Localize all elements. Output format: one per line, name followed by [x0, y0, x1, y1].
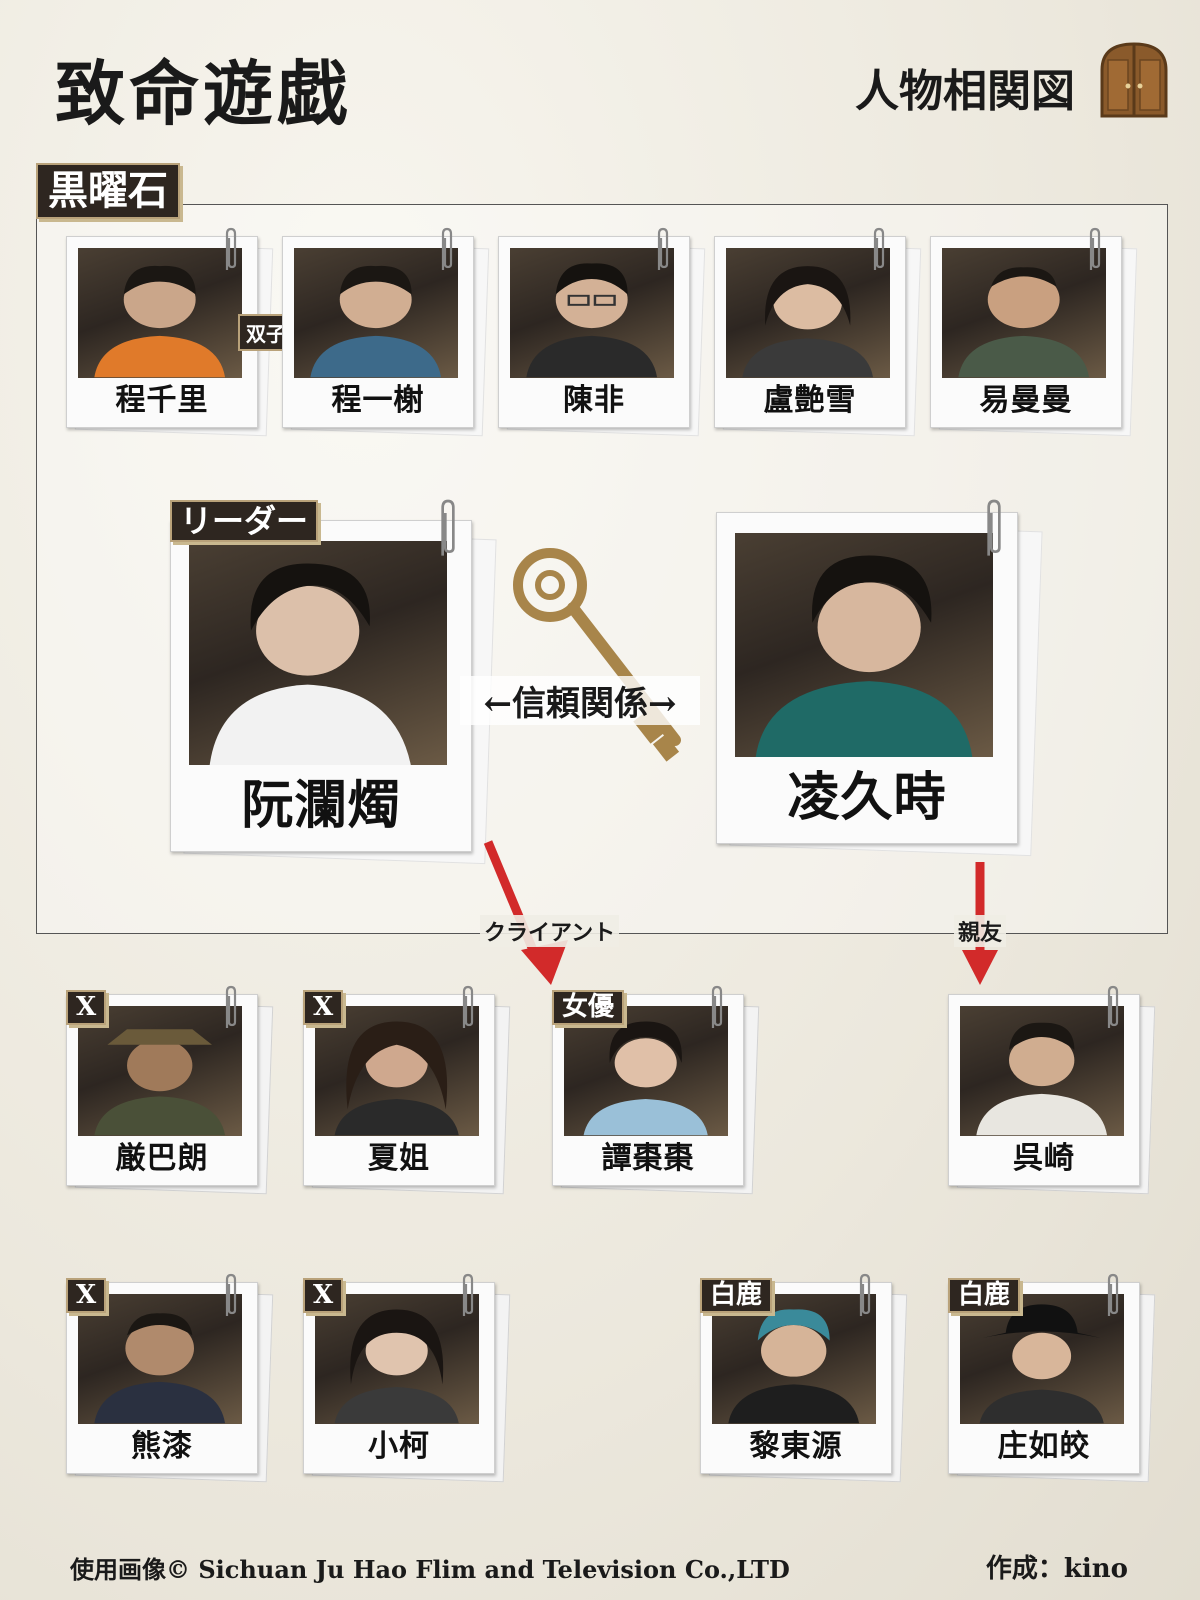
x-tag: X: [303, 1278, 344, 1314]
character-card-xia-jie[interactable]: 夏姐: [303, 994, 495, 1186]
character-name: 凌久時: [787, 766, 947, 828]
best-friend-relation-label: 親友: [954, 915, 1007, 947]
character-card-xiong-qi[interactable]: 熊漆: [66, 1282, 258, 1474]
character-photo: [960, 1006, 1124, 1136]
character-card-ruan-lanzhu[interactable]: 阮瀾燭: [170, 520, 472, 852]
paperclip-icon: [987, 499, 1001, 556]
x-tag: X: [303, 990, 344, 1026]
character-name: 陳非: [563, 383, 625, 419]
client-relation-label: クライアント: [480, 915, 620, 947]
key-icon: [513, 548, 681, 762]
character-photo: [960, 1294, 1124, 1424]
character-photo: [564, 1006, 728, 1136]
character-photo: [189, 540, 447, 766]
paperclip-icon: [441, 227, 453, 270]
character-name: 盧艶雪: [763, 383, 857, 419]
paperclip-icon: [462, 985, 474, 1028]
character-card-chen-fei[interactable]: 陳非: [498, 236, 690, 428]
paperclip-icon: [225, 227, 237, 270]
character-name: 易曼曼: [979, 383, 1073, 419]
character-name: 呉崎: [1013, 1141, 1075, 1177]
character-photo: [294, 248, 458, 378]
character-name: 熊漆: [131, 1429, 193, 1465]
character-name: 小柯: [368, 1429, 430, 1465]
page-subtitle: 人物相関図: [855, 66, 1075, 117]
white-deer-tag: 白鹿: [700, 1278, 773, 1314]
character-name: 厳巴朗: [115, 1141, 209, 1177]
paperclip-icon: [225, 985, 237, 1028]
character-name: 阮瀾燭: [241, 774, 401, 836]
x-tag: X: [66, 990, 107, 1026]
paperclip-icon: [441, 499, 455, 556]
character-card-li-dongyuan[interactable]: 黎東源: [700, 1282, 892, 1474]
group-label: 黒曜石: [36, 163, 180, 219]
character-name: 庄如皎: [997, 1429, 1091, 1465]
x-tag: X: [66, 1278, 107, 1314]
paperclip-icon: [873, 227, 885, 270]
character-card-wu-qi[interactable]: 呉崎: [948, 994, 1140, 1186]
door-icon: [1100, 42, 1168, 118]
character-photo: [78, 1294, 242, 1424]
character-name: 譚棗棗: [601, 1141, 695, 1177]
page-title: 致命遊戯: [55, 52, 351, 135]
character-photo: [78, 248, 242, 378]
character-card-cheng-qianli[interactable]: 程千里: [66, 236, 258, 428]
actress-tag: 女優: [552, 990, 625, 1026]
character-photo: [78, 1006, 242, 1136]
character-name: 夏姐: [368, 1141, 430, 1177]
character-name: 黎東源: [749, 1429, 843, 1465]
leader-tag: リーダー: [170, 500, 319, 543]
paperclip-icon: [657, 227, 669, 270]
best-friend-arrow-head: [962, 950, 998, 985]
character-photo: [315, 1294, 479, 1424]
character-name: 程一榭: [331, 383, 425, 419]
character-photo: [726, 248, 890, 378]
paperclip-icon: [462, 1273, 474, 1316]
trust-relation-label: ←信頼関係→: [460, 676, 700, 725]
paperclip-icon: [1107, 985, 1119, 1028]
character-photo: [315, 1006, 479, 1136]
author-credit: 作成：kino: [985, 1554, 1128, 1584]
character-photo: [735, 532, 993, 758]
paperclip-icon: [225, 1273, 237, 1316]
paperclip-icon: [859, 1273, 871, 1316]
character-photo: [510, 248, 674, 378]
white-deer-tag: 白鹿: [948, 1278, 1021, 1314]
paperclip-icon: [1089, 227, 1101, 270]
paperclip-icon: [1107, 1273, 1119, 1316]
character-name: 程千里: [115, 383, 209, 419]
image-credit: 使用画像© Sichuan Ju Hao Flim and Television…: [70, 1555, 790, 1584]
paperclip-icon: [711, 985, 723, 1028]
character-photo: [712, 1294, 876, 1424]
character-card-ling-jiushi[interactable]: 凌久時: [716, 512, 1018, 844]
character-card-xiao-ke[interactable]: 小柯: [303, 1282, 495, 1474]
character-photo: [942, 248, 1106, 378]
